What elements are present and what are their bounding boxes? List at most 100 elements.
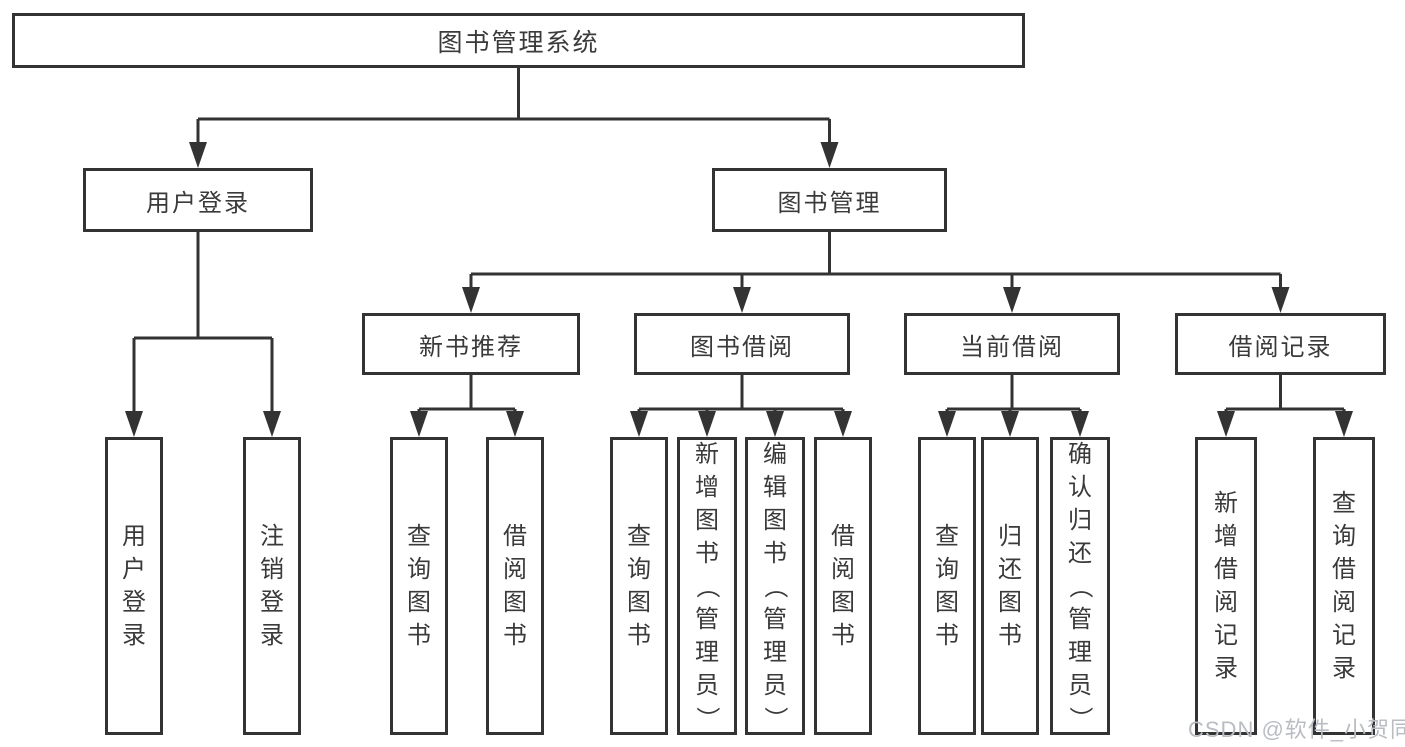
node-root: 图书管理系统 — [12, 13, 1025, 68]
label-char: 图 — [998, 589, 1022, 616]
node-label: 新增借阅记录 — [1198, 487, 1254, 685]
node-borrow-records: 借阅记录 — [1175, 313, 1386, 375]
node-label: 图书管理系统 — [437, 28, 600, 57]
node-logout-leaf: 注销登录 — [243, 437, 301, 735]
label-char: 员 — [763, 671, 787, 699]
label-char: 书 — [503, 622, 527, 649]
label-char: 书 — [695, 539, 719, 567]
node-bb-add-books: 新增图书（管理员） — [677, 437, 737, 735]
label-char: ） — [1066, 706, 1094, 730]
node-bb-query-books: 查询图书 — [610, 437, 668, 735]
label-char: 录 — [1332, 655, 1356, 682]
node-book-borrow: 图书借阅 — [634, 313, 850, 375]
label-char: 理 — [695, 638, 719, 666]
arrowhead — [1003, 287, 1021, 313]
label-char: 询 — [1332, 523, 1356, 550]
label-char: 户 — [122, 556, 146, 583]
node-label: 归还图书 — [984, 520, 1036, 652]
node-bb-edit-books: 编辑图书（管理员） — [745, 437, 805, 735]
arrowhead — [1071, 411, 1089, 437]
arrowhead — [1335, 411, 1353, 437]
label-char: 查 — [627, 523, 651, 550]
label-char: 登 — [122, 589, 146, 616]
label-char: 图 — [503, 589, 527, 616]
label-char: 还 — [1068, 539, 1092, 567]
label-char: 记 — [1332, 622, 1356, 649]
label-char: 借 — [503, 523, 527, 550]
label-char: 询 — [627, 556, 651, 583]
label-char: 记 — [1214, 622, 1238, 649]
label-char: 归 — [998, 523, 1022, 550]
label-char: 借 — [1214, 556, 1238, 583]
label-char: 辑 — [763, 473, 787, 501]
node-label: 注销登录 — [246, 520, 298, 652]
watermark: CSDN @软件_小贺同学 — [1188, 717, 1405, 742]
label-char: 书 — [998, 622, 1022, 649]
node-br-add-record: 新增借阅记录 — [1195, 437, 1257, 735]
arrowhead — [820, 142, 839, 168]
label-char: 理 — [1068, 638, 1092, 666]
label-char: （ — [1066, 574, 1094, 598]
label-char: 书 — [763, 539, 787, 567]
node-cb-confirm-return: 确认归还（管理员） — [1050, 437, 1110, 735]
label-char: 询 — [407, 556, 431, 583]
arrowhead — [630, 411, 648, 437]
node-nbr-borrow-books: 借阅图书 — [486, 437, 544, 735]
node-user-login-leaf: 用户登录 — [105, 437, 163, 735]
arrowhead — [938, 411, 956, 437]
node-label: 新书推荐 — [419, 333, 523, 361]
label-char: 借 — [831, 523, 855, 550]
label-char: 图 — [763, 506, 787, 534]
arrowhead — [834, 411, 852, 437]
label-char: ） — [761, 706, 789, 730]
arrowhead — [189, 142, 207, 168]
node-user-login: 用户登录 — [83, 168, 313, 232]
node-label: 图书借阅 — [690, 333, 794, 361]
label-char: 认 — [1068, 473, 1092, 501]
node-nbr-query-books: 查询图书 — [390, 437, 448, 735]
label-char: 注 — [260, 523, 284, 550]
label-char: 管 — [763, 605, 787, 633]
label-char: 增 — [1214, 523, 1238, 550]
label-char: 书 — [407, 622, 431, 649]
label-char: 录 — [1214, 655, 1238, 682]
label-char: 查 — [407, 523, 431, 550]
label-char: 还 — [998, 556, 1022, 583]
label-char: 归 — [1068, 506, 1092, 534]
node-current-borrow: 当前借阅 — [904, 313, 1120, 375]
label-char: 阅 — [1332, 589, 1356, 616]
label-char: 阅 — [1214, 589, 1238, 616]
label-char: 图 — [695, 506, 719, 534]
node-label: 查询借阅记录 — [1316, 487, 1372, 685]
node-label: 查询图书 — [613, 520, 665, 652]
node-label: 查询图书 — [921, 520, 973, 652]
arrowhead — [698, 411, 716, 437]
arrowhead — [506, 411, 524, 437]
label-char: 员 — [1068, 671, 1092, 699]
node-label: 新增图书（管理员） — [680, 438, 734, 735]
label-char: 图 — [935, 589, 959, 616]
arrowhead — [1271, 287, 1290, 313]
node-label: 当前借阅 — [960, 333, 1064, 361]
label-char: 确 — [1068, 440, 1092, 468]
node-label: 确认归还（管理员） — [1053, 438, 1107, 735]
label-char: 录 — [122, 622, 146, 649]
label-char: 录 — [260, 622, 284, 649]
label-char: 查 — [1332, 490, 1356, 517]
node-cb-query-books: 查询图书 — [918, 437, 976, 735]
label-char: 书 — [935, 622, 959, 649]
label-char: （ — [761, 574, 789, 598]
label-char: ） — [693, 706, 721, 730]
label-char: 理 — [763, 638, 787, 666]
label-char: 阅 — [503, 556, 527, 583]
node-label: 借阅图书 — [817, 520, 869, 652]
label-char: 新 — [1214, 490, 1238, 517]
node-cb-return-books: 归还图书 — [981, 437, 1039, 735]
node-label: 借阅记录 — [1228, 333, 1333, 361]
node-label: 查询图书 — [393, 520, 445, 652]
label-char: 询 — [935, 556, 959, 583]
label-char: 管 — [695, 605, 719, 633]
node-label: 编辑图书（管理员） — [748, 438, 802, 735]
